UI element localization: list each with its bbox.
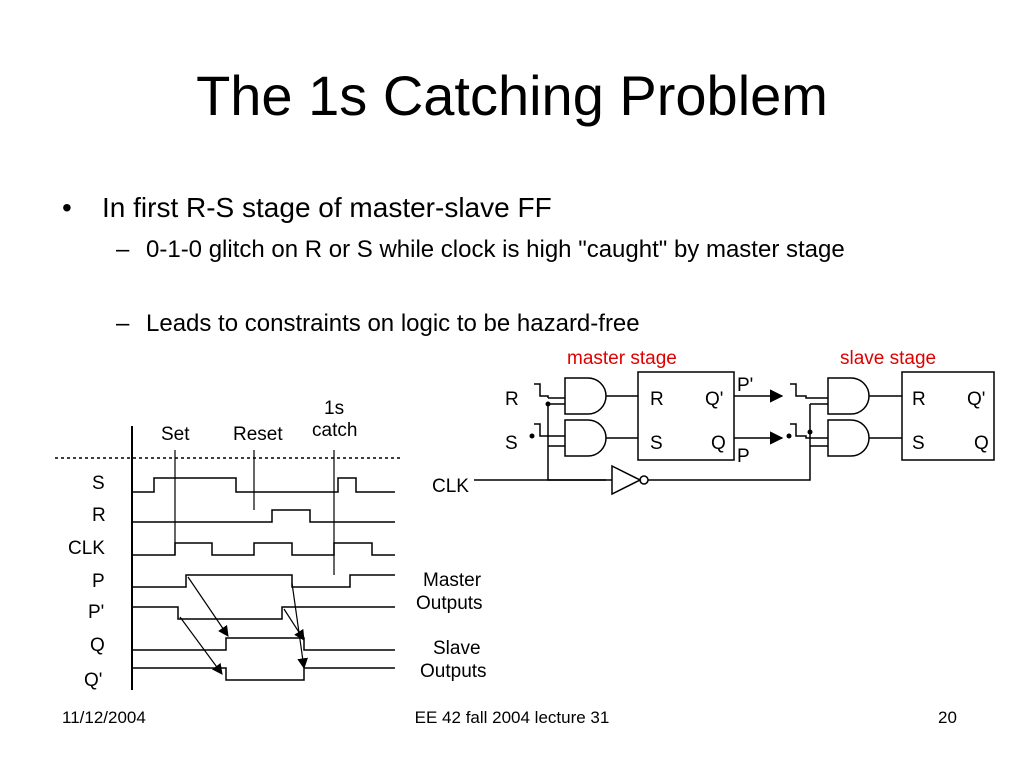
cause-arrow — [291, 582, 308, 670]
slide-title: The 1s Catching Problem — [196, 64, 828, 127]
master-s-label: S — [650, 433, 663, 454]
master-enable-wire — [547, 404, 606, 481]
signal-clk-wave — [132, 542, 395, 556]
dash-symbol: – — [116, 310, 130, 337]
master-r-label: R — [650, 389, 664, 410]
footer-date: 11/12/2004 — [62, 708, 146, 727]
master-qbar-label: Q' — [705, 389, 723, 410]
signal-pbar-wave — [132, 606, 395, 620]
cause-arrow — [283, 608, 305, 641]
timing-label-clk: CLK — [68, 538, 105, 559]
bullet-text: In first R-S stage of master-slave FF — [102, 192, 552, 223]
timing-label-s: S — [92, 473, 105, 494]
timing-label-pbar: P' — [88, 602, 104, 623]
clk-inverter — [611, 464, 642, 496]
slave-outputs-label-2: Outputs — [420, 661, 487, 682]
r-input-glitch — [534, 383, 549, 398]
timing-label-p: P — [92, 571, 105, 592]
signal-p-wave — [132, 574, 395, 588]
slave-r-label: R — [912, 389, 926, 410]
master-q-label: Q — [711, 433, 726, 454]
slave-and-gate-s — [827, 419, 870, 457]
timing-diagram — [55, 426, 400, 690]
signal-r-wave — [132, 509, 395, 523]
slave-enable-wire — [648, 446, 811, 481]
sub-bullet-text: Leads to constraints on logic to be haza… — [146, 310, 640, 337]
slave-q-label: Q — [974, 433, 989, 454]
pbar-label: P' — [737, 375, 753, 396]
signal-q-wave — [132, 637, 395, 651]
master-and-gate-s — [564, 419, 607, 457]
catch-marker-label-2: catch — [312, 420, 357, 441]
master-rs-box — [637, 371, 735, 461]
slave-outputs-label-1: Slave — [433, 638, 481, 659]
slave-qbar-label: Q' — [967, 389, 985, 410]
cause-arrow — [179, 616, 223, 675]
dash-symbol: – — [116, 236, 130, 263]
master-stage-label: master stage — [567, 348, 677, 369]
bullet-symbol: • — [62, 192, 72, 223]
slave-stage-label: slave stage — [840, 348, 936, 369]
timing-label-q: Q — [90, 635, 105, 656]
master-outputs-label-2: Outputs — [416, 593, 483, 614]
cause-arrow — [187, 576, 229, 637]
slave-and-gate-r — [827, 377, 870, 415]
slave-rs-box — [901, 371, 995, 461]
timing-label-r: R — [92, 505, 106, 526]
reset-marker-label: Reset — [233, 424, 283, 445]
p-label: P — [737, 446, 750, 467]
set-marker-label: Set — [161, 424, 190, 445]
timing-label-qbar: Q' — [84, 670, 102, 691]
sub-bullet-text: 0-1-0 glitch on R or S while clock is hi… — [146, 236, 845, 263]
catch-marker-label-1: 1s — [324, 398, 344, 419]
slave-s-label: S — [912, 433, 925, 454]
input-r-label: R — [505, 389, 519, 410]
master-outputs-label-1: Master — [423, 570, 482, 591]
footer-page-number: 20 — [938, 708, 957, 727]
master-and-gate-r — [564, 377, 607, 415]
s-input-glitch — [534, 423, 548, 437]
signal-qbar-wave — [132, 667, 395, 681]
input-s-label: S — [505, 433, 518, 454]
footer-course: EE 42 fall 2004 lecture 31 — [414, 708, 610, 727]
clk-label: CLK — [432, 476, 469, 497]
signal-s-wave — [132, 477, 395, 493]
circuit-diagram — [474, 371, 995, 496]
